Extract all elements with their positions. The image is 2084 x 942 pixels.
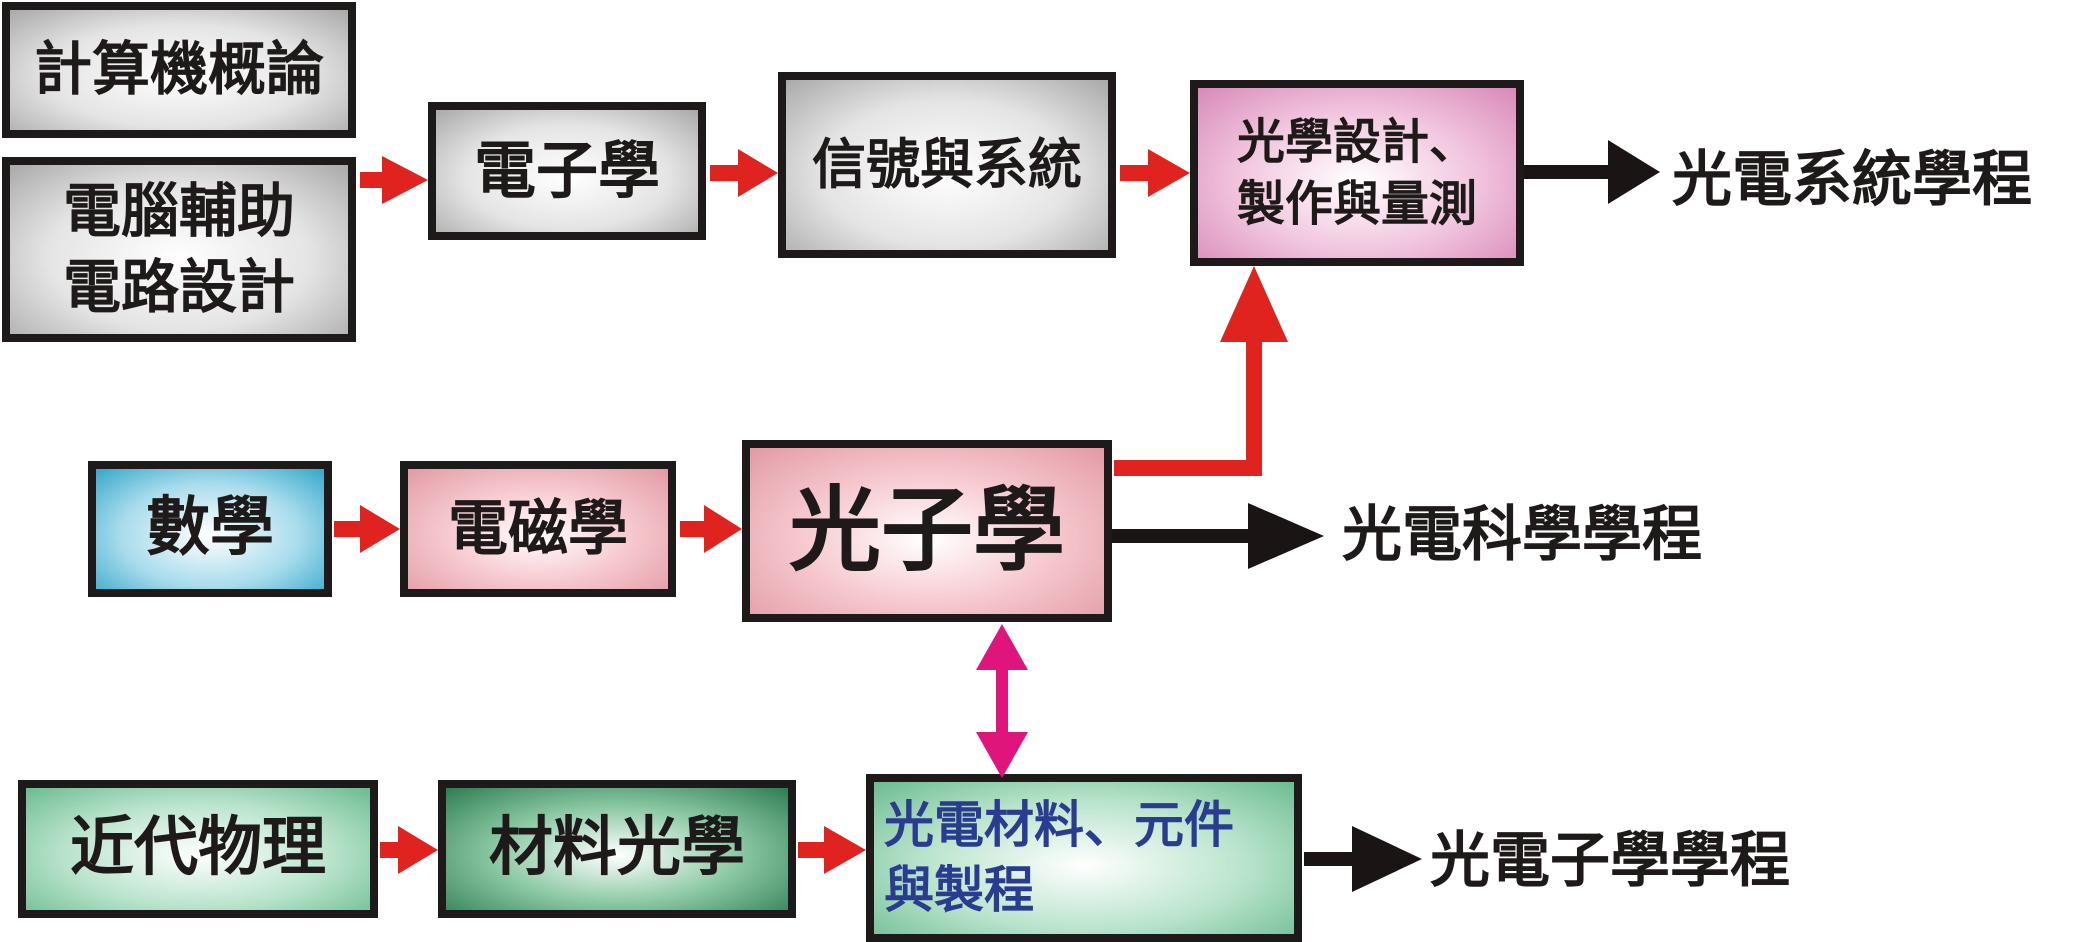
box-electronics-label: 電子學 (473, 133, 660, 207)
box-cad-line2: 電路設計 (62, 252, 295, 321)
box-computer-intro: 計算機概論 (2, 2, 356, 138)
box-optical-design: 光學設計、 製作與量測 (1190, 80, 1524, 266)
box-modern-physics-label: 近代物理 (70, 811, 326, 886)
arrow-electromagnetics-to-photonics (680, 505, 742, 553)
arrow-photonics-to-optical-design (1114, 266, 1288, 476)
arrow-material-optics-to-optoelectronic-materials (798, 826, 866, 874)
box-cad-line1: 電腦輔助 (62, 177, 295, 246)
box-photonics-label: 光子學 (788, 477, 1065, 585)
box-optical-design-line1: 光學設計、 (1236, 113, 1477, 170)
box-signals-systems: 信號與系統 (778, 72, 1116, 258)
program-optoelectronics: 光電子學學程 (1430, 826, 1790, 896)
box-optoelectronic-materials: 光電材料、元件 與製程 (866, 774, 1302, 942)
box-photonics: 光子學 (742, 440, 1112, 622)
box-optoelectronic-materials-line1: 光電材料、元件 (884, 796, 1234, 854)
arrow-photonics-materials-bidirectional (976, 624, 1028, 778)
arrow-cad-to-electronics (360, 156, 428, 204)
box-signals-systems-label: 信號與系統 (812, 132, 1082, 196)
arrow-math-to-electromagnetics (334, 505, 400, 553)
box-computer-intro-label: 計算機概論 (33, 35, 324, 104)
arrow-photonics-to-science-program (1112, 503, 1324, 569)
arrow-electronics-to-signals (710, 149, 778, 197)
box-electromagnetics: 電磁學 (400, 461, 676, 597)
box-electronics: 電子學 (428, 102, 706, 240)
box-mathematics-label: 數學 (146, 491, 274, 566)
box-cad-circuit-design: 電腦輔助 電路設計 (2, 157, 356, 342)
box-optical-design-line2: 製作與量測 (1236, 176, 1477, 232)
box-electromagnetics-label: 電磁學 (448, 494, 628, 564)
program-optoelectronic-systems: 光電系統學程 (1672, 145, 2032, 215)
box-material-optics: 材料光學 (438, 780, 796, 918)
box-mathematics: 數學 (88, 461, 332, 597)
program-optoelectronic-science: 光電科學學程 (1342, 500, 1702, 570)
box-material-optics-label: 材料光學 (489, 811, 745, 886)
box-modern-physics: 近代物理 (18, 780, 378, 918)
arrow-materials-to-optoelectronics-program (1304, 826, 1422, 892)
arrow-modern-physics-to-material-optics (380, 826, 438, 874)
arrow-signals-to-optical-design (1120, 149, 1190, 197)
box-optoelectronic-materials-line2: 與製程 (884, 861, 1034, 919)
arrow-optical-design-to-systems-program (1524, 140, 1660, 204)
